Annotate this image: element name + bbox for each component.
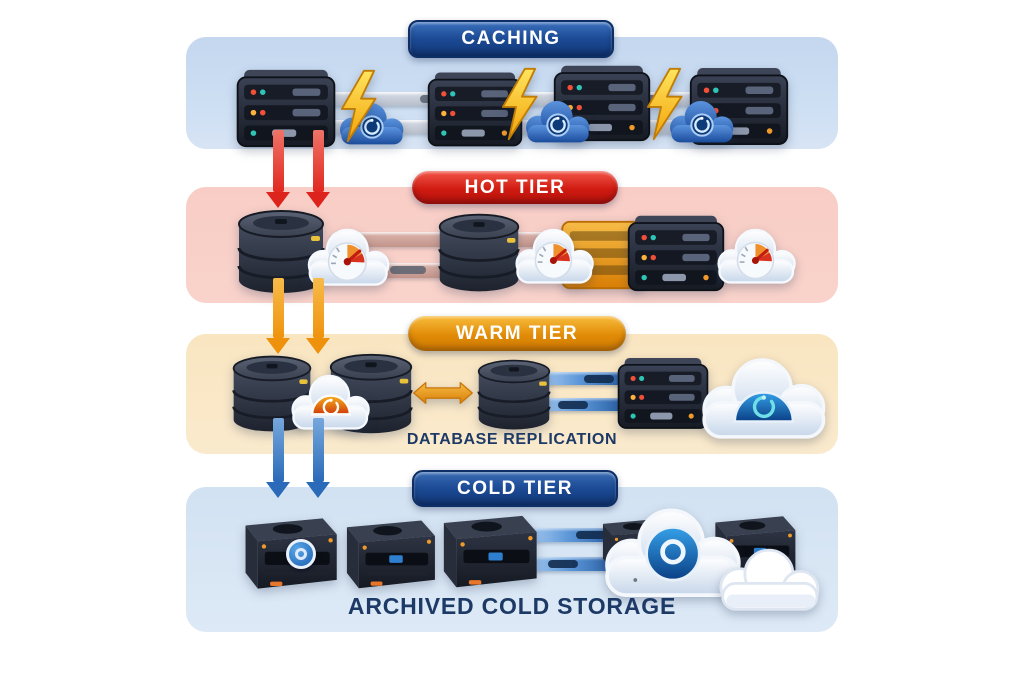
stream-slot	[548, 560, 578, 568]
stream-slot	[584, 374, 614, 383]
speedometer-cloud-icon	[710, 220, 804, 290]
flow-arrow-caching-to-hot	[306, 130, 330, 208]
arrow-shaft	[272, 278, 284, 338]
flow-arrow-warm-to-cold	[266, 418, 290, 498]
tier-pill-warm: WARM TIER	[408, 316, 626, 351]
tier-label: CACHING	[461, 28, 561, 49]
tier-band-cold: ARCHIVED COLD STORAGE	[186, 487, 838, 632]
cold-tier-caption: ARCHIVED COLD STORAGE	[347, 593, 677, 619]
arrow-head	[266, 192, 290, 208]
tier-label: COLD TIER	[457, 477, 573, 499]
data-stream	[528, 528, 620, 542]
flow-arrow-hot-to-warm	[306, 278, 330, 354]
archive-box-icon	[228, 506, 342, 594]
arrow-shaft	[272, 130, 284, 192]
arrow-head	[306, 482, 330, 498]
database-stack-icon	[472, 354, 556, 436]
data-stream	[528, 557, 620, 571]
tier-label: WARM TIER	[455, 322, 579, 344]
archive-box-icon	[426, 503, 542, 593]
arrow-shaft	[312, 130, 324, 192]
arrow-head	[266, 482, 290, 498]
tier-label: HOT TIER	[464, 176, 566, 198]
lightning-bolt-icon	[497, 60, 541, 148]
flow-arrow-caching-to-hot	[266, 130, 290, 208]
rail-slot	[390, 266, 426, 274]
arrow-shaft	[272, 418, 284, 482]
tier-band-hot	[186, 187, 838, 303]
lightning-bolt-icon	[336, 62, 380, 150]
warm-tier-caption: DATABASE REPLICATION	[406, 431, 618, 448]
data-stream	[540, 372, 628, 385]
arrow-shaft	[312, 418, 324, 482]
flow-arrow-hot-to-warm	[266, 278, 290, 354]
arrow-head	[306, 338, 330, 354]
archive-box-icon	[330, 508, 440, 594]
stream-slot	[576, 531, 606, 539]
cloud-storage-icon	[690, 348, 836, 442]
arrow-head	[306, 192, 330, 208]
speedometer-cloud-icon	[508, 220, 602, 290]
tier-pill-caching: CACHING	[408, 20, 614, 58]
gauge-cloud-icon	[284, 366, 378, 436]
stream-slot	[558, 400, 588, 409]
tier-pill-hot: HOT TIER	[412, 171, 618, 204]
tier-band-warm: DATABASE REPLICATION	[186, 334, 838, 454]
archive-emblem-icon	[286, 539, 316, 569]
data-stream	[540, 398, 628, 411]
arrow-shaft	[312, 278, 324, 338]
lightning-bolt-icon	[642, 60, 686, 148]
flow-arrow-warm-to-cold	[306, 418, 330, 498]
replication-double-arrow-icon	[412, 378, 474, 408]
arrow-head	[266, 338, 290, 354]
tier-pill-cold: COLD TIER	[412, 470, 618, 507]
